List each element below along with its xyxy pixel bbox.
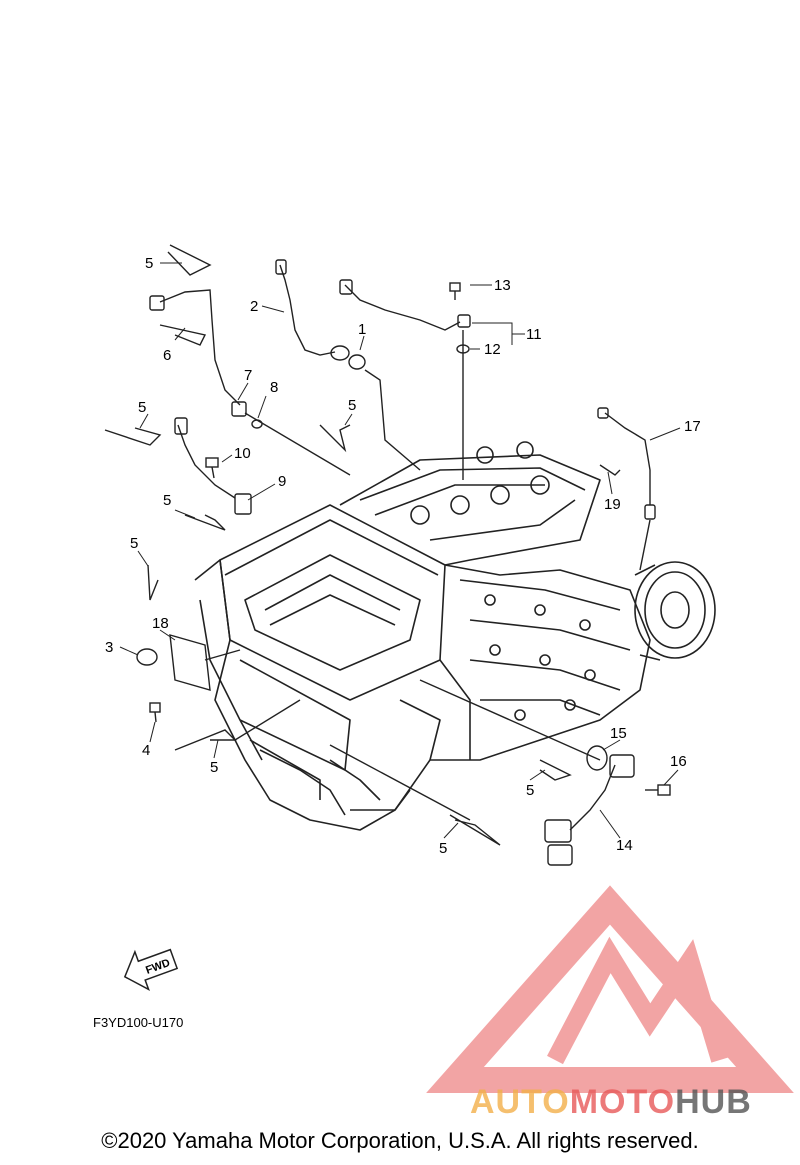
- engine-block: [194, 441, 716, 831]
- callout-5a: 5: [145, 255, 153, 272]
- callout-10: 10: [234, 445, 251, 462]
- brand-part-auto: AUTO: [470, 1083, 570, 1121]
- callout-13: 13: [494, 277, 511, 294]
- callout-5c: 5: [348, 397, 356, 414]
- watermark-logo: [426, 885, 794, 1093]
- callout-18: 18: [152, 615, 169, 632]
- callout-9: 9: [278, 473, 286, 490]
- fwd-arrow-icon: FWD: [123, 948, 179, 992]
- callout-numbers: 1 2 3 4 5 5 5 5 5 5 5 5 6 7 8 9 10 11 12…: [105, 255, 701, 857]
- callout-17: 17: [684, 418, 701, 435]
- callout-leaders: [119, 262, 681, 839]
- callout-5d: 5: [163, 492, 171, 509]
- callout-8: 8: [270, 379, 278, 396]
- callout-5b: 5: [138, 399, 146, 416]
- watermark-brand: AUTOMOTOHUB: [470, 1083, 752, 1122]
- callout-12: 12: [484, 341, 501, 358]
- diagram-code: F3YD100-U170: [93, 1015, 184, 1030]
- callout-5f: 5: [210, 759, 218, 776]
- callout-5g: 5: [526, 782, 534, 799]
- callout-15: 15: [610, 725, 627, 742]
- callout-5e: 5: [130, 535, 138, 552]
- callout-11: 11: [526, 326, 542, 343]
- copyright-notice: ©2020 Yamaha Motor Corporation, U.S.A. A…: [101, 1128, 699, 1153]
- callout-5h: 5: [439, 840, 447, 857]
- callout-6: 6: [163, 347, 171, 364]
- callout-14: 14: [616, 837, 633, 854]
- parts-and-leaders: [104, 244, 671, 866]
- callout-16: 16: [670, 753, 687, 770]
- callout-4: 4: [142, 742, 150, 759]
- callout-1: 1: [358, 321, 366, 338]
- callout-2: 2: [250, 298, 258, 315]
- brand-part-moto: MOTO: [569, 1083, 676, 1121]
- brand-part-hub: HUB: [675, 1083, 752, 1121]
- callout-3: 3: [105, 639, 113, 656]
- callout-7: 7: [244, 367, 252, 384]
- callout-19: 19: [604, 496, 621, 513]
